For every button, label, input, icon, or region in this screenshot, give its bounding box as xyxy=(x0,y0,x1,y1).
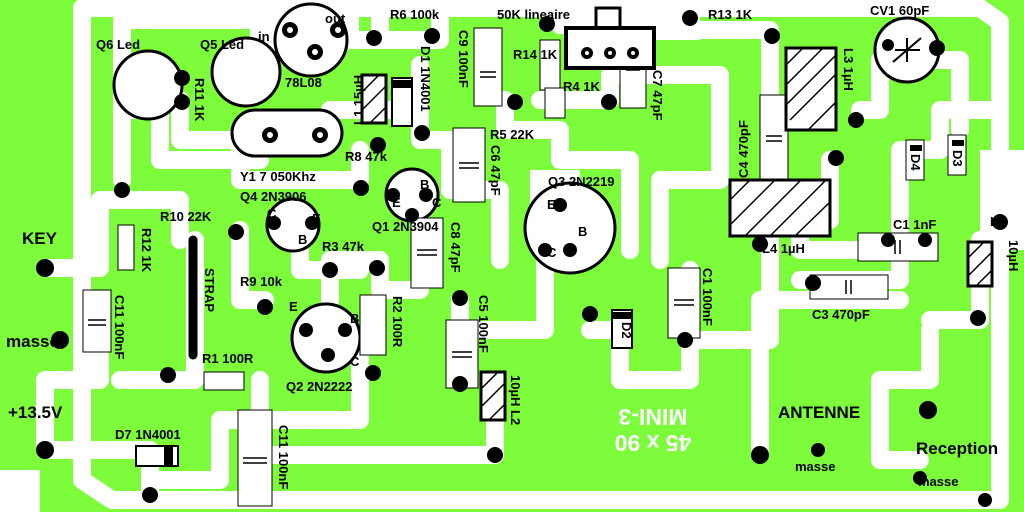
r6-label: R6 100k xyxy=(390,7,440,22)
r10-label: R10 22K xyxy=(160,209,212,224)
q3-pin-b: B xyxy=(578,224,588,239)
pads xyxy=(36,10,1008,507)
d3-label: D3 xyxy=(950,150,965,167)
q4-label: Q4 2N3906 xyxy=(240,189,307,204)
component-bodies xyxy=(112,2,941,374)
q4-pin-b: B xyxy=(298,232,308,247)
masse-left-label: masse xyxy=(6,332,59,351)
r11-label: R11 1K xyxy=(192,78,207,122)
pot-50k-label: 50K lineaire xyxy=(497,7,570,22)
d1-label: D1 1N4001 xyxy=(418,46,433,112)
l4-label: L4 1µH xyxy=(762,241,805,256)
r4-label: R4 1K xyxy=(563,79,600,94)
c9-label: C9 100nF xyxy=(456,30,471,88)
board-size-text: 45 x 90 xyxy=(614,430,692,457)
c6-label: C6 47pF xyxy=(488,145,503,196)
d4-label: D4 xyxy=(908,154,923,171)
key-connector-label: KEY xyxy=(22,229,57,248)
q5-led-label: Q5 Led xyxy=(200,37,245,52)
l2-label: 10µH L2 xyxy=(508,375,523,426)
r3-label: R3 47k xyxy=(322,239,364,254)
board-id-mirrored: 45 x 90 MINI-3 xyxy=(583,395,723,465)
r1-label: R1 100R xyxy=(202,351,254,366)
c1-100nf-label: C1 100nF xyxy=(700,268,715,326)
reg-78l08-label: 78L08 xyxy=(285,75,322,90)
c11-bottom-label: C11 100nF xyxy=(276,425,291,490)
cv1-label: CV1 60pF xyxy=(870,3,930,18)
q2-pin-b: B xyxy=(350,311,360,326)
pad-holes xyxy=(267,27,635,138)
board-name-text: MINI-3 xyxy=(618,404,688,430)
c8-label: C8 47pF xyxy=(448,222,463,273)
r12-label: R12 1K xyxy=(139,228,154,273)
c4-label: C4 470pF xyxy=(736,120,751,178)
l1-label: L1 15µH xyxy=(351,74,366,125)
r2-label: R2 100R xyxy=(390,296,405,348)
q4-pin-e: E xyxy=(312,211,321,226)
y1-crystal-label: Y1 7 050Khz xyxy=(240,169,316,184)
q6-led-label: Q6 Led xyxy=(96,37,141,52)
q2-pin-e: E xyxy=(289,299,298,314)
c3-label: C3 470pF xyxy=(812,307,870,322)
supply-voltage-label: +13.5V xyxy=(8,403,63,422)
q2-label: Q2 2N2222 xyxy=(286,379,353,394)
reg-out-label: out xyxy=(325,11,346,26)
q1-label: Q1 2N3904 xyxy=(372,219,439,234)
q2-pin-c: C xyxy=(350,354,360,369)
l5-value-label: 10µH xyxy=(1006,240,1021,272)
d7-label: D7 1N4001 xyxy=(115,427,181,442)
strap-label: STRAP xyxy=(202,268,217,313)
q4-pin-c: C xyxy=(267,206,277,221)
q3-pin-c: C xyxy=(547,245,557,260)
variable-cap-symbol xyxy=(892,37,922,63)
q3-label: Q3 2N2219 xyxy=(548,174,615,189)
r13-label: R13 1K xyxy=(708,7,753,22)
c11-left-label: C11 100nF xyxy=(112,295,127,360)
reception-connector-label: Reception xyxy=(916,439,999,458)
q1-pin-b: B xyxy=(420,177,430,192)
masse-reception-label: masse xyxy=(918,474,959,489)
c1-1nf-label: C1 1nF xyxy=(893,217,937,232)
l3-label: L3 1µH xyxy=(841,48,856,91)
inductors xyxy=(360,46,994,422)
reg-in-label: in xyxy=(258,29,270,44)
masse-antenne-label: masse xyxy=(795,459,836,474)
inductor-hatching xyxy=(361,47,993,421)
r5-label: R5 22K xyxy=(490,127,535,142)
q1-pin-e: E xyxy=(392,195,401,210)
c7-label: C7 47pF xyxy=(650,70,665,121)
r8-label: R8 47k xyxy=(345,149,387,164)
q3-pin-e: E xyxy=(547,197,556,212)
antenne-connector-label: ANTENNE xyxy=(778,403,861,422)
q1-pin-c: C xyxy=(432,195,442,210)
r14-label: R14 1K xyxy=(513,47,558,62)
c5-label: C5 100nF xyxy=(476,295,491,353)
r9-label: R9 10k xyxy=(240,274,282,289)
l5-label: L5 xyxy=(990,214,1006,229)
d2-label: D2 xyxy=(619,322,634,339)
